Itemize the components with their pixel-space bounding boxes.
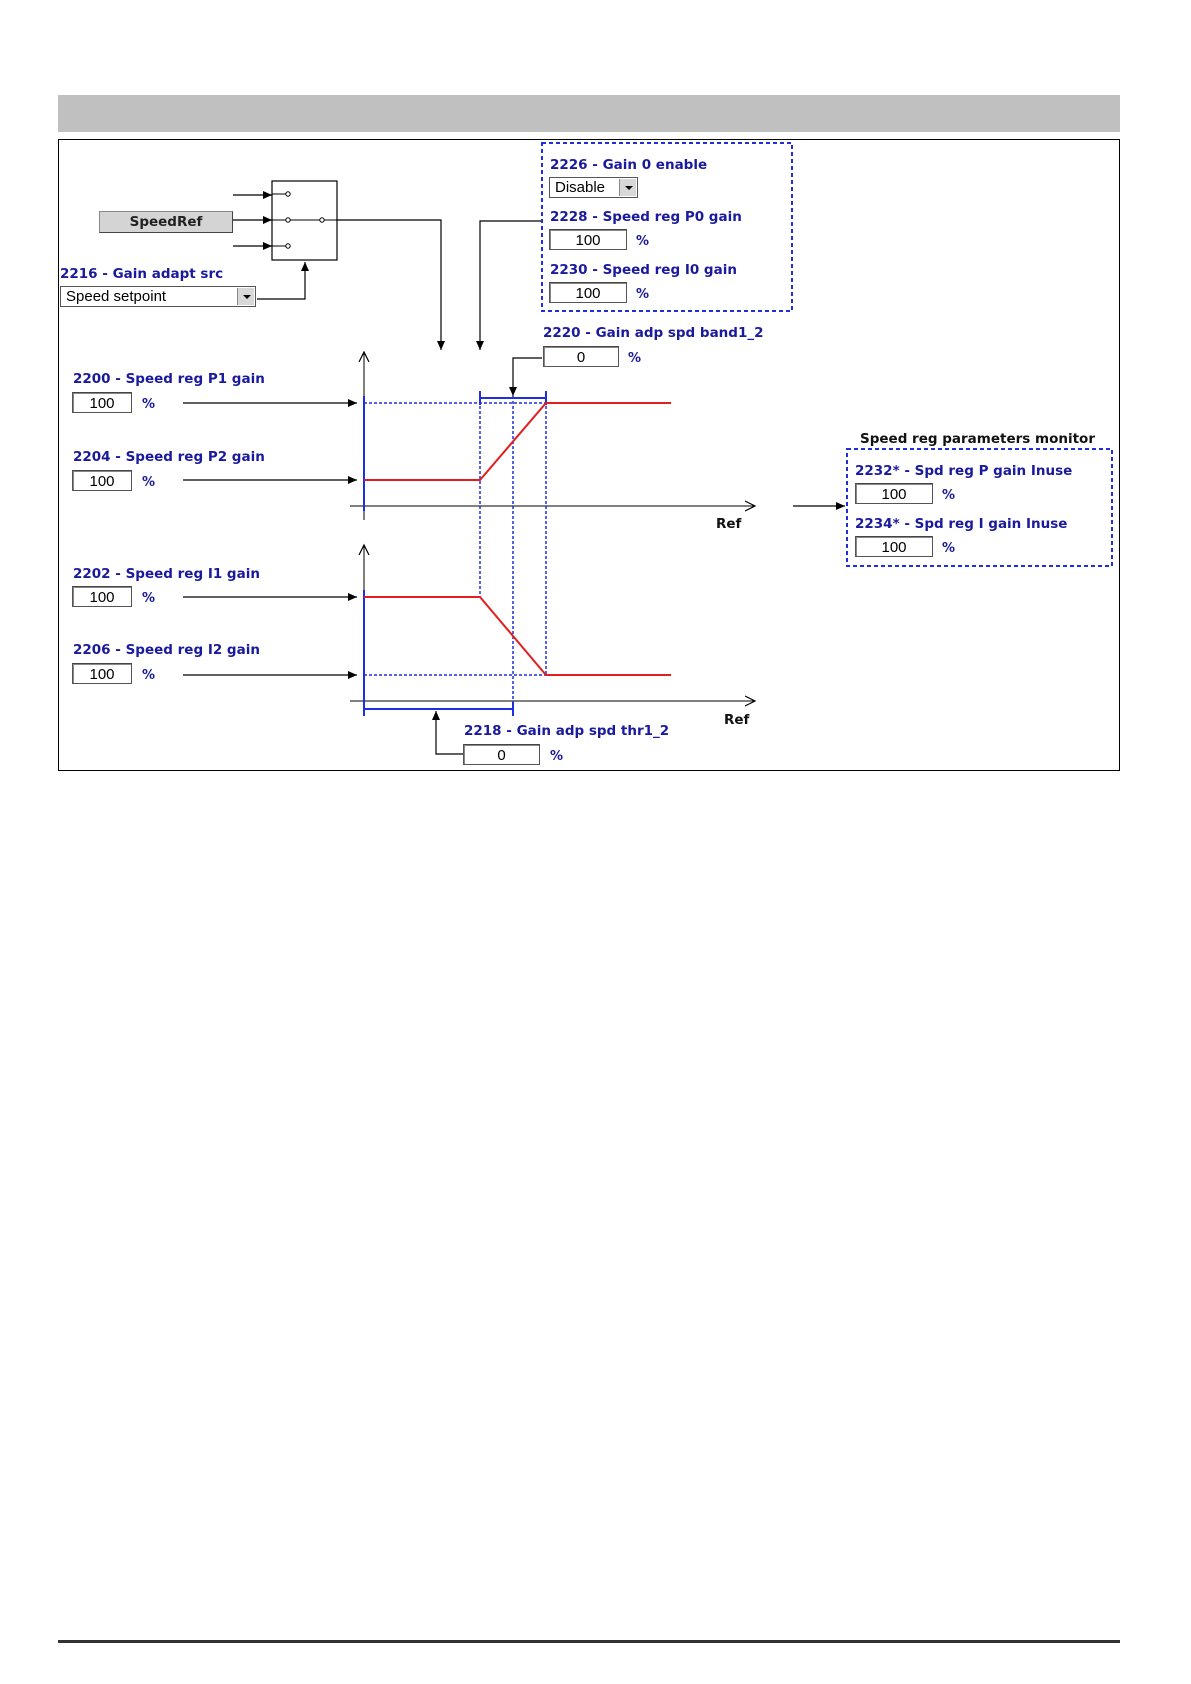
thr-feed-arrow <box>432 711 463 755</box>
i-gain-curve <box>364 596 671 676</box>
blue-guides <box>363 391 547 716</box>
gain0-enable-select[interactable]: Disable <box>549 177 638 198</box>
band-label: 2220 - Gain adp spd band1_2 <box>543 325 764 341</box>
i1-field[interactable]: 100 <box>72 586 132 607</box>
band-feed-arrow <box>509 357 542 396</box>
gain0-enable-value: Disable <box>555 179 606 196</box>
footer-rule <box>58 1640 1120 1643</box>
thr-label: 2218 - Gain adp spd thr1_2 <box>464 723 670 739</box>
p-inuse-unit: % <box>942 488 956 503</box>
p0-label: 2228 - Speed reg P0 gain <box>550 209 742 225</box>
thr-unit: % <box>550 749 564 764</box>
gain0-group-box <box>541 142 793 312</box>
i-inuse-unit: % <box>942 541 956 556</box>
monitor-title: Speed reg parameters monitor <box>860 431 1095 447</box>
i0-field[interactable]: 100 <box>549 282 627 303</box>
p2-unit: % <box>142 475 156 490</box>
gain0-enable-label: 2226 - Gain 0 enable <box>550 157 708 173</box>
p2-label: 2204 - Speed reg P2 gain <box>73 449 265 465</box>
monitor-group-box <box>846 448 1113 567</box>
gain-adapt-src-select[interactable]: Speed setpoint <box>60 286 256 307</box>
header-bar <box>58 95 1120 132</box>
i2-field[interactable]: 100 <box>72 663 132 684</box>
p-inuse-field: 100 <box>855 483 933 504</box>
band-unit: % <box>628 351 642 366</box>
i2-label: 2206 - Speed reg I2 gain <box>73 642 260 658</box>
band-field[interactable]: 0 <box>543 346 619 367</box>
i-inuse-label: 2234* - Spd reg I gain Inuse <box>855 516 1068 532</box>
i1-unit: % <box>142 591 156 606</box>
p1-field[interactable]: 100 <box>72 392 132 413</box>
p0-unit: % <box>636 234 650 249</box>
p1-unit: % <box>142 397 156 412</box>
gain-adapt-src-label: 2216 - Gain adapt src <box>60 266 224 282</box>
p2-field[interactable]: 100 <box>72 470 132 491</box>
speedref-button[interactable]: SpeedRef <box>99 211 233 233</box>
upper-plot-axes <box>350 352 755 520</box>
p-gain-curve <box>364 402 671 481</box>
i1-label: 2202 - Speed reg I1 gain <box>73 566 260 582</box>
upper-ref-axis-label: Ref <box>716 516 742 532</box>
p0-field[interactable]: 100 <box>549 229 627 250</box>
lower-ref-axis-label: Ref <box>724 712 750 728</box>
gain0-feed-arrow <box>476 220 542 350</box>
gain-adapt-src-value: Speed setpoint <box>66 288 167 305</box>
chevron-down-icon[interactable] <box>619 179 636 196</box>
thr-field[interactable]: 0 <box>463 744 540 765</box>
i2-unit: % <box>142 668 156 683</box>
i0-label: 2230 - Speed reg I0 gain <box>550 262 737 278</box>
p-inuse-label: 2232* - Spd reg P gain Inuse <box>855 463 1073 479</box>
p1-label: 2200 - Speed reg P1 gain <box>73 371 265 387</box>
lower-plot-axes <box>350 545 755 711</box>
selector-switch <box>233 180 445 350</box>
i-inuse-field: 100 <box>855 536 933 557</box>
i0-unit: % <box>636 287 650 302</box>
chevron-down-icon[interactable] <box>237 288 254 305</box>
